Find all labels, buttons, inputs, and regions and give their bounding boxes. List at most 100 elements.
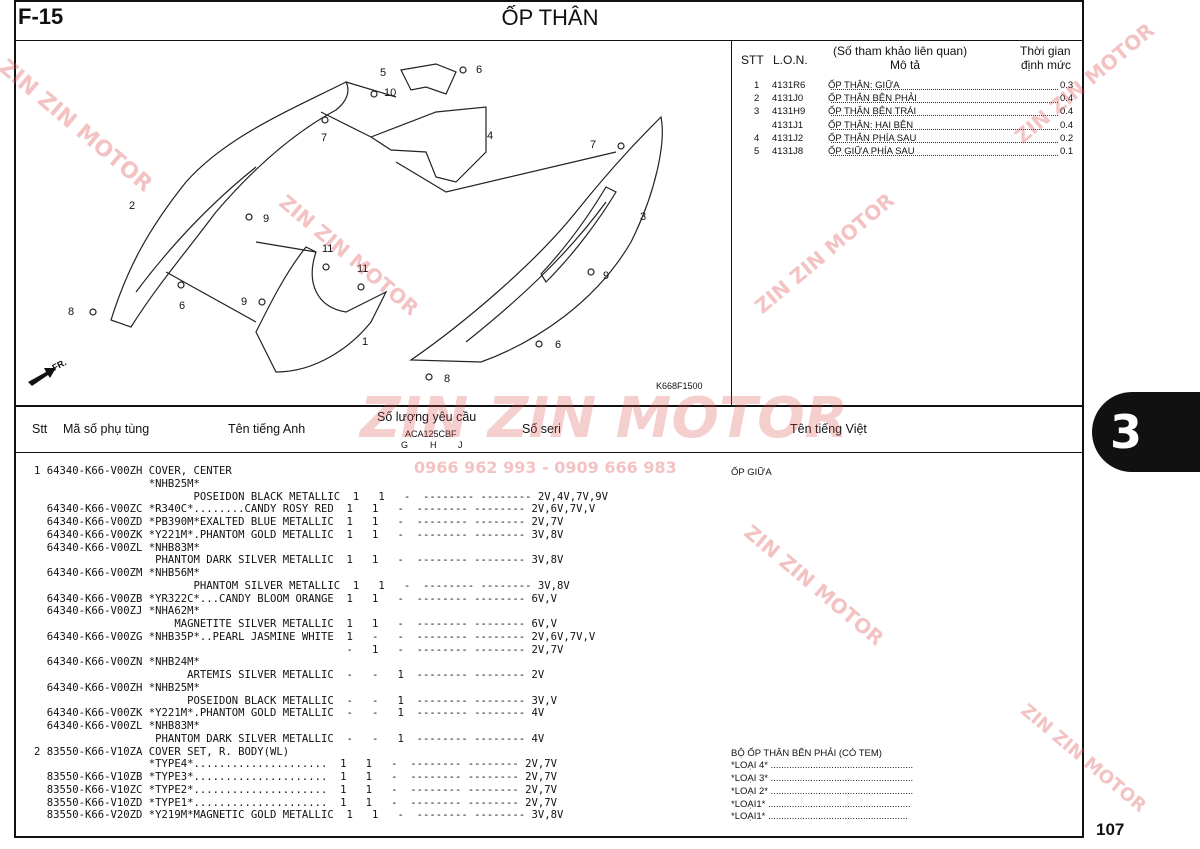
front-arrow-icon xyxy=(28,368,56,386)
callout-4: 4 xyxy=(487,130,494,142)
table-row: 83550-K66-V20ZD *Y219M*MAGNETIC GOLD MET… xyxy=(34,809,564,822)
exploded-parts-diagram xyxy=(28,63,663,386)
ref-desc: ỐP GIỮA PHÍA SAU xyxy=(828,146,915,157)
table-row: ARTEMIS SILVER METALLIC - - 1 -------- -… xyxy=(34,669,545,681)
col-g: G xyxy=(401,440,409,450)
table-row: 64340-K66-V00ZC *R340C*........CANDY ROS… xyxy=(34,503,596,516)
table-row: 64340-K66-V00ZL *NHB83M* xyxy=(34,720,200,732)
col-vietnamese: Tên tiếng Việt xyxy=(790,422,867,436)
ref-leader-dots xyxy=(831,95,1058,104)
section-tab: 3 xyxy=(1092,392,1200,472)
header-divider xyxy=(14,40,1084,41)
callout-6b: 6 xyxy=(179,300,186,312)
col-h: H xyxy=(430,440,437,450)
callout-8b: 8 xyxy=(444,373,451,385)
callout-9: 9 xyxy=(263,213,270,225)
table-row: 64340-K66-V00ZN *NHB24M* xyxy=(34,656,200,669)
part-5-outline xyxy=(400,63,457,95)
ref-time: 0.4 xyxy=(1060,106,1074,118)
callout-5: 5 xyxy=(380,67,387,79)
ref-stt: 3 xyxy=(754,106,760,118)
col-j: J xyxy=(458,440,463,450)
table-row: 64340-K66-V00ZB *YR322C*...CANDY BLOOM O… xyxy=(34,592,557,605)
table-row: 64340-K66-V00ZK *Y221M*.PHANTOM GOLD MET… xyxy=(34,707,545,720)
table-row: 64340-K66-V00ZL *NHB83M* xyxy=(34,541,200,554)
callout-3: 3 xyxy=(640,211,647,223)
table-row: POSEIDON BLACK METALLIC 1 1 - -------- -… xyxy=(34,490,609,503)
part-3-outline xyxy=(409,115,663,363)
figure-code: F-15 xyxy=(18,4,64,29)
vietnamese-name: *LOẠI1* ................................… xyxy=(731,811,908,823)
ref-desc: ỐP THÂN: HAI BÊN xyxy=(828,119,914,131)
ref-leader-dots xyxy=(831,108,1058,117)
callout-10: 10 xyxy=(384,87,397,99)
ref-header-time-top: Thời gian xyxy=(1020,44,1071,58)
page-title: ỐP THÂN xyxy=(501,5,599,30)
table-row: 64340-K66-V00ZM *NHB56M* xyxy=(34,567,200,579)
ref-desc: ỐP THÂN: GIỮA xyxy=(828,80,900,91)
vietnamese-name: *LOẠI 3* ...............................… xyxy=(731,773,914,784)
ref-time: 0.2 xyxy=(1060,132,1074,144)
callout-7b: 7 xyxy=(590,139,597,151)
col-qty: Số lượng yêu cầu xyxy=(377,410,477,424)
col-serial: Số seri xyxy=(522,422,561,436)
table-row: 64340-K66-V00ZG *NHB35P*..PEARL JASMINE … xyxy=(34,630,596,643)
col-stt: Stt xyxy=(32,422,48,436)
table-row: 83550-K66-V10ZB *TYPE3*.................… xyxy=(34,771,557,783)
table-row: PHANTOM DARK SILVER METALLIC 1 1 - -----… xyxy=(34,554,564,567)
ref-header-stt: STT xyxy=(741,53,764,67)
ref-desc: ỐP THÂN BÊN TRÁI xyxy=(828,106,917,118)
ref-leader-dots xyxy=(831,122,1058,130)
table-row: - 1 - -------- -------- 2V,7V xyxy=(34,643,564,656)
vietnamese-name: BỘ ỐP THÂN BÊN PHẢI (CÓ TEM) xyxy=(731,747,882,759)
ref-time: 0.1 xyxy=(1060,146,1074,157)
ref-lon: 4131J8 xyxy=(772,146,804,157)
part-1-outline xyxy=(255,246,388,373)
table-row: *NHB25M* xyxy=(34,477,200,490)
callout-2: 2 xyxy=(129,200,136,212)
ref-time: 0.4 xyxy=(1060,119,1074,131)
callout-6: 6 xyxy=(476,64,483,76)
ref-time: 0.3 xyxy=(1060,80,1074,91)
table-row: 64340-K66-V00ZJ *NHA62M* xyxy=(34,605,200,618)
callout-11: 11 xyxy=(322,243,334,255)
ref-header-desc: Mô tả xyxy=(890,58,921,72)
table-row: 2 83550-K66-V10ZA COVER SET, R. BODY(WL) xyxy=(34,745,290,758)
ref-lon: 4131J1 xyxy=(772,119,804,131)
callout-1: 1 xyxy=(362,336,369,348)
ref-lon: 4131J2 xyxy=(772,132,804,144)
ref-stt: 1 xyxy=(754,80,760,91)
table-row: 64340-K66-V00ZH *NHB25M* xyxy=(34,681,200,694)
table-row: 83550-K66-V10ZC *TYPE2*.................… xyxy=(34,783,557,796)
callout-6c: 6 xyxy=(555,339,562,351)
ref-stt: 5 xyxy=(754,146,760,157)
callout-9c: 9 xyxy=(603,270,610,282)
ref-leader-dots xyxy=(831,135,1058,143)
col-english: Tên tiếng Anh xyxy=(228,422,306,436)
callout-11b: 11 xyxy=(357,263,369,275)
col-part-no: Mã số phụ tùng xyxy=(63,422,150,436)
vietnamese-name: *LOẠI 4* ...............................… xyxy=(731,760,914,772)
callout-9b: 9 xyxy=(241,296,248,308)
callout-8: 8 xyxy=(68,306,75,318)
ref-leader-dots xyxy=(831,148,1058,156)
ref-leader-dots xyxy=(831,82,1058,90)
diagram-bottom-divider xyxy=(14,405,1084,407)
diagram-ref-divider xyxy=(731,40,732,406)
table-row: 64340-K66-V00ZK *Y221M*.PHANTOM GOLD MET… xyxy=(34,528,564,541)
table-row: POSEIDON BLACK METALLIC - - 1 -------- -… xyxy=(34,694,557,707)
part-4-outline xyxy=(369,106,487,183)
table-head-divider xyxy=(14,452,1084,453)
table-row: *TYPE4*..................... 1 1 - -----… xyxy=(34,758,557,771)
page-frame xyxy=(14,0,1084,838)
vietnamese-name: *LOẠI1* ................................… xyxy=(731,798,911,810)
ref-lon: 4131J0 xyxy=(772,93,804,105)
ref-header-lon: L.O.N. xyxy=(773,53,808,67)
callout-7: 7 xyxy=(321,132,328,144)
part-2-outline xyxy=(110,81,349,328)
ref-lon: 4131R6 xyxy=(772,80,806,91)
table-row: 1 64340-K66-V00ZH COVER, CENTER xyxy=(34,465,232,477)
ref-desc: ỐP THÂN BÊN PHẢI xyxy=(828,93,917,105)
ref-time: 0.4 xyxy=(1060,93,1074,105)
table-row: 83550-K66-V10ZD *TYPE1*.................… xyxy=(34,796,557,809)
